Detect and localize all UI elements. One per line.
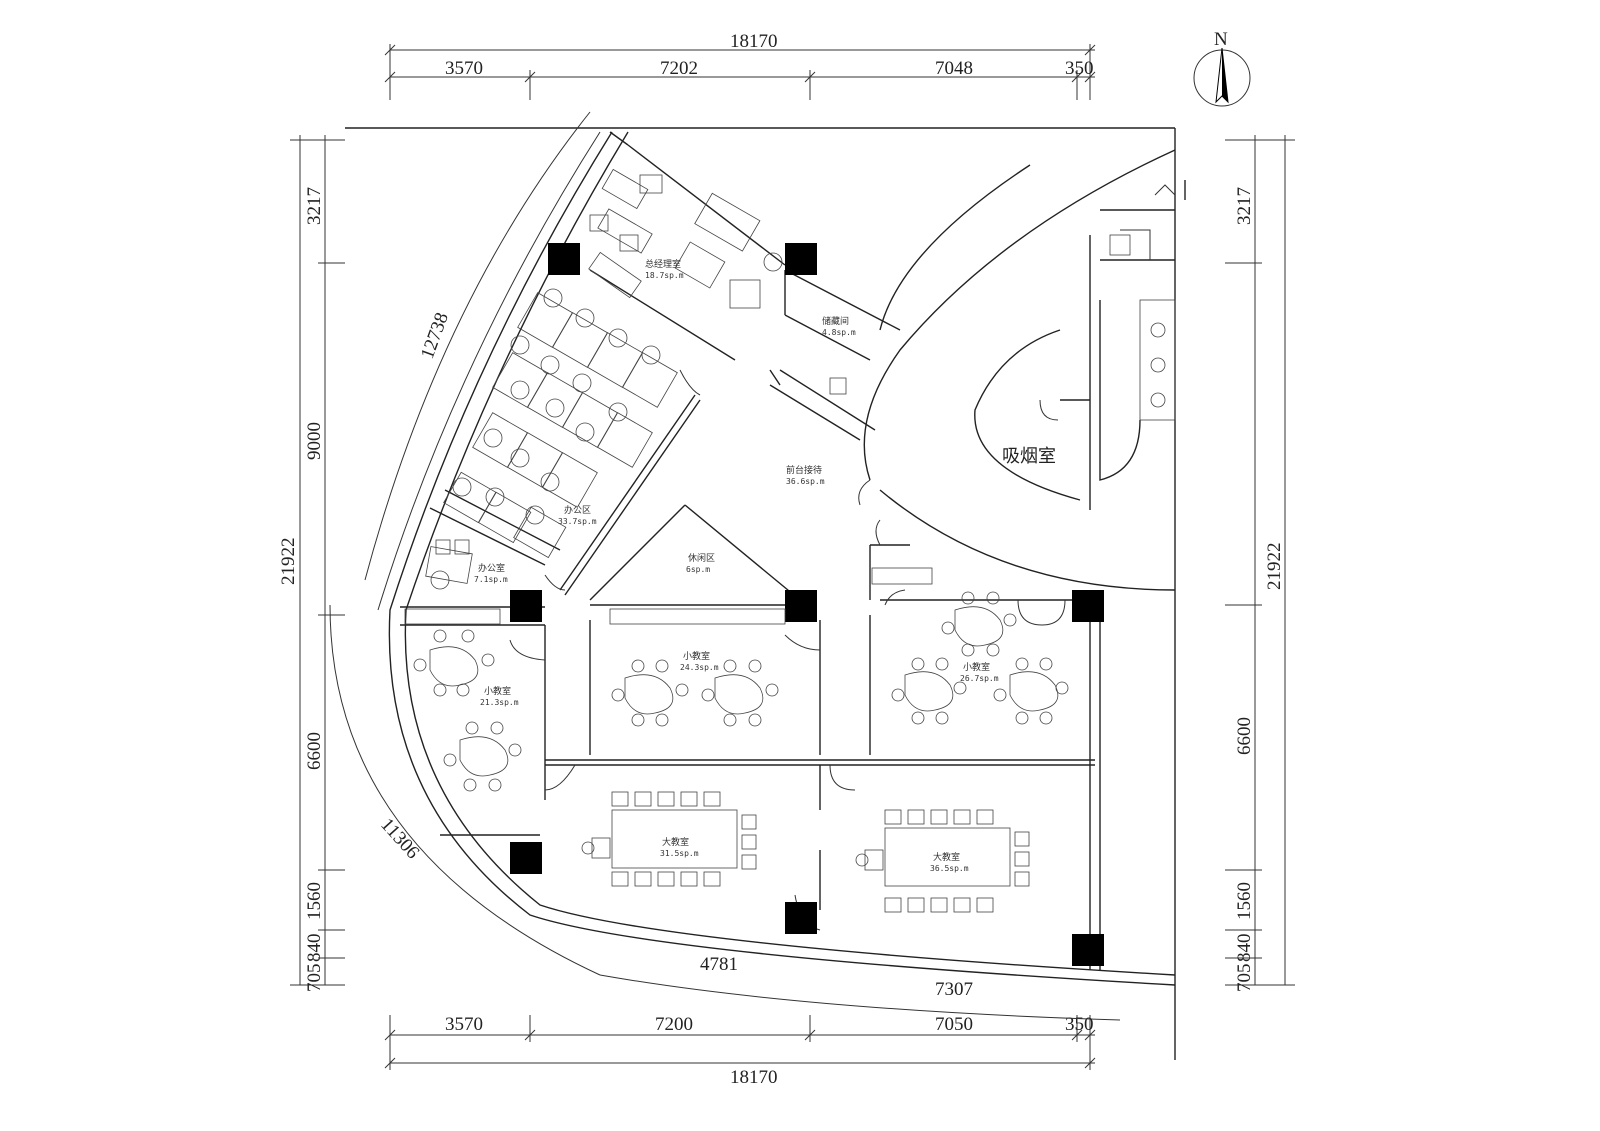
room-name-reception: 前台接待 [786,464,822,476]
room-label-smoking: 吸烟室 [1002,446,1056,467]
column [510,590,542,622]
room-area-small-class-3: 26.7sp.m [960,674,999,683]
bottom-dimension-chain: 3570 7200 7050 350 18170 [384,1014,1096,1088]
room-name-office: 办公室 [478,562,505,574]
dim-top-seg-4: 350 [1065,58,1094,79]
room-area-lounge: 6sp.m [686,565,710,574]
dim-arc-top: 12738 [417,310,453,362]
room-name-storage: 储藏间 [822,315,849,327]
top-dimension-chain: 18170 3570 7202 7048 350 [384,31,1096,100]
dim-left-seg-3: 6600 [304,732,325,770]
dim-bottom-seg-3: 7050 [935,1014,973,1035]
column [785,590,817,622]
room-name-small-class-3: 小教室 [963,661,990,673]
column [785,243,817,275]
dim-right-seg-3: 1560 [1234,882,1255,920]
dim-left-seg-6: 705 [304,964,325,993]
dim-right-seg-5: 705 [1234,964,1255,993]
room-name-small-class-1: 小教室 [484,685,511,697]
room-area-large-class-1: 31.5sp.m [660,849,699,858]
dim-top-total: 18170 [730,31,778,52]
room-area-large-class-2: 36.5sp.m [930,864,969,873]
dim-right-total: 21922 [1264,543,1285,591]
room-area-small-class-2: 24.3sp.m [680,663,719,672]
left-dimension-chain: 21922 3217 9000 6600 1560 840 705 [278,135,345,992]
room-area-office-area: 33.7sp.m [558,517,597,526]
core-area [863,149,1186,591]
dim-top-seg-3: 7048 [935,58,973,79]
furniture-large-class-1 [581,791,757,887]
furniture-small-class-1 [413,629,522,792]
dim-right-seg-2: 6600 [1234,717,1255,755]
furniture-storage-cabinets [404,567,933,625]
furniture-small-class-3 [891,591,1069,725]
interior-walls [400,131,1101,970]
furniture-large-class-2 [855,809,1030,913]
dim-arc-bottom-1: 4781 [700,954,738,975]
dim-bottom-seg-4: 350 [1065,1014,1094,1035]
dim-arc-bottom-2: 7307 [935,979,973,1000]
dim-left-seg-5: 840 [304,934,325,963]
right-dimension-chain: 21922 3217 6600 1560 840 705 [1225,135,1295,992]
dim-bottom-seg-1: 3570 [445,1014,483,1035]
room-name-large-class-2: 大教室 [933,851,960,863]
room-name-small-class-2: 小教室 [683,650,710,662]
room-area-storage: 4.8sp.m [822,328,856,337]
furniture-small-class-2 [611,659,779,727]
room-name-office-area: 办公区 [564,504,591,516]
furniture-storage [829,377,847,395]
dim-right-seg-1: 3217 [1234,187,1255,225]
dim-right-seg-4: 840 [1234,934,1255,963]
dim-left-seg-4: 1560 [304,882,325,920]
dim-left-total: 21922 [278,538,299,586]
room-labels: 总经理室 18.7sp.m 储藏间 4.8sp.m 前台接待 36.6sp.m … [474,258,999,873]
column [1072,590,1104,622]
structural-columns [510,243,1104,966]
furniture-office-area [443,288,678,559]
dim-left-seg-2: 9000 [304,422,325,460]
room-area-small-class-1: 21.3sp.m [480,698,519,707]
column [510,842,542,874]
column [785,902,817,934]
room-name-large-class-1: 大教室 [662,836,689,848]
furniture-office [425,539,473,590]
north-arrow-icon: N [1193,29,1251,107]
compass-label: N [1214,29,1228,50]
dim-top-seg-2: 7202 [660,58,698,79]
dim-bottom-seg-2: 7200 [655,1014,693,1035]
column [1072,934,1104,966]
dim-arc-bottom: 11306 [376,814,423,863]
dim-left-seg-1: 3217 [304,187,325,225]
room-area-gm-office: 18.7sp.m [645,271,684,280]
building-outline [329,111,1176,1060]
furniture-gm-office [588,168,783,309]
room-name-lounge: 休闲区 [688,552,715,564]
column [548,243,580,275]
room-area-office: 7.1sp.m [474,575,508,584]
room-area-reception: 36.6sp.m [786,477,825,486]
room-name-gm-office: 总经理室 [645,258,681,270]
dim-top-seg-1: 3570 [445,58,483,79]
dim-bottom-total: 18170 [730,1067,778,1088]
